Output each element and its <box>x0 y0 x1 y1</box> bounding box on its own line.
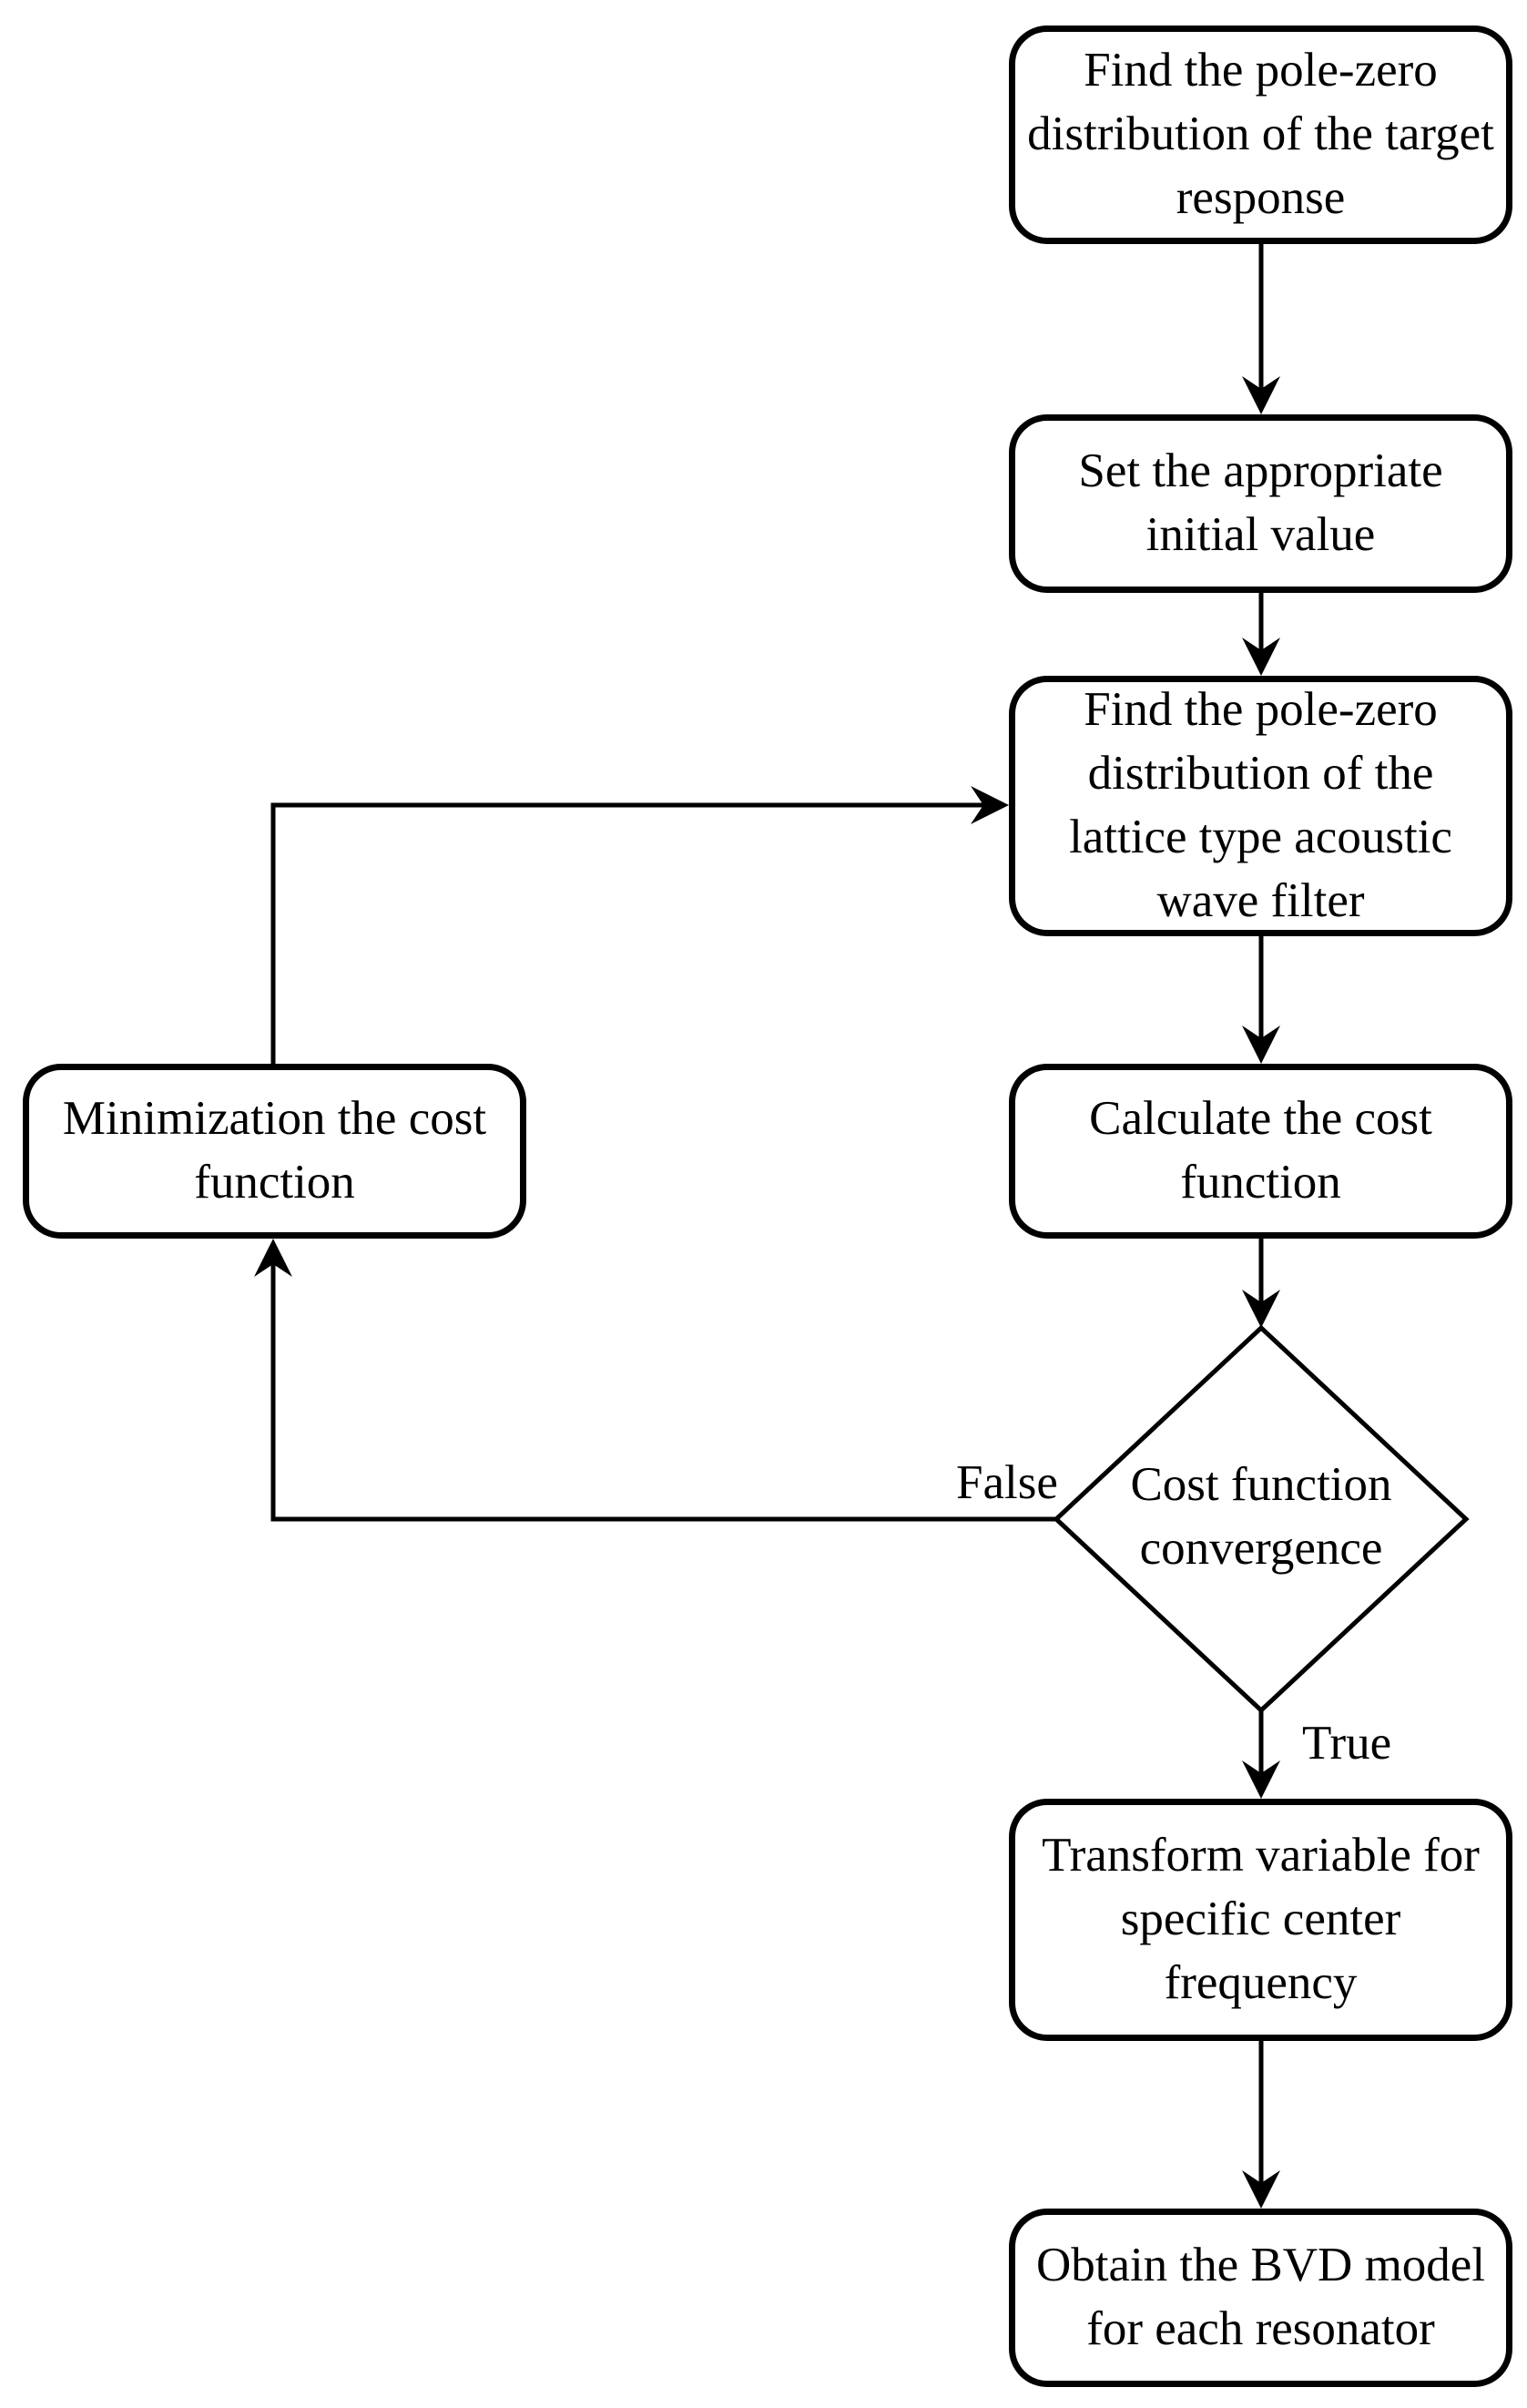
true-branch-label: True <box>1302 1717 1392 1770</box>
arrowhead-down-icon <box>1242 2170 1280 2209</box>
node-calculate-cost-function: Calculate the cost function <box>1009 1064 1512 1239</box>
arrowhead-down-icon <box>1242 1290 1280 1328</box>
node-find-lattice-pole-zero: Find the pole-zero distribution of the l… <box>1009 676 1512 936</box>
arrowhead-down-icon <box>1242 638 1280 676</box>
arrowhead-right-icon <box>971 786 1009 824</box>
edge-false-branch <box>270 1264 1056 1522</box>
node-minimization-cost-function: Minimization the cost function <box>23 1064 526 1239</box>
node-transform-variable: Transform variable for specific center f… <box>1009 1799 1512 2041</box>
node-cost-function-convergence-label: Cost function convergence <box>1130 1458 1392 1575</box>
arrowhead-down-icon <box>1242 1025 1280 1064</box>
false-branch-label: False <box>956 1456 1058 1509</box>
arrowhead-down-icon <box>1242 376 1280 414</box>
node-obtain-bvd-model: Obtain the BVD model for each resonator <box>1009 2209 1512 2387</box>
edge-loop-back <box>270 802 983 1064</box>
arrowhead-down-icon <box>1242 1760 1280 1799</box>
node-find-target-pole-zero: Find the pole-zero distribution of the t… <box>1009 26 1512 244</box>
arrowhead-up-icon <box>254 1239 292 1277</box>
node-set-initial-value: Set the appropriate initial value <box>1009 414 1512 593</box>
